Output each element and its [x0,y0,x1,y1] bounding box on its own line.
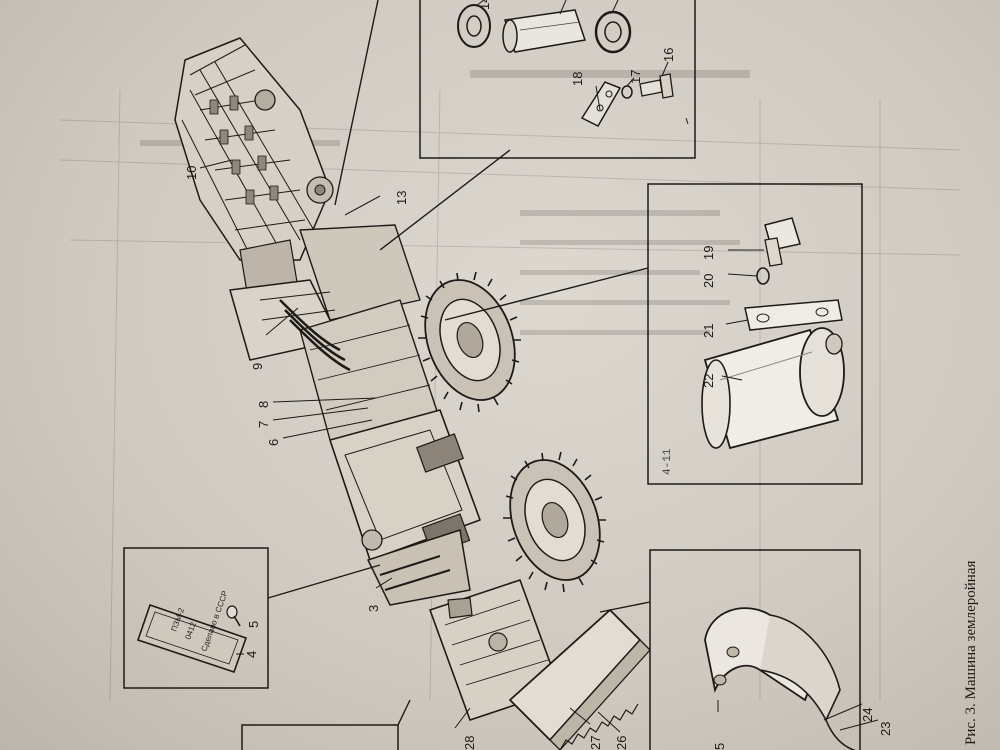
callout-13: 13 [394,191,409,205]
callout-9: 9 [250,363,265,370]
washer-20-icon [756,267,770,285]
bolt-16-icon [639,73,674,99]
callout-22: 22 [701,374,716,388]
callout-28: 28 [462,736,477,750]
callout-8: 8 [256,401,271,408]
dozer-blade-icon [509,609,651,750]
rear-wheel-icon [418,271,521,413]
leader-lines [267,0,651,726]
callout-10: 10 [184,166,199,180]
washer-right-icon [594,10,632,54]
detail-box-top: 14 18 17 16 [419,0,696,159]
callout-20: 20 [701,274,716,288]
callout-5: 5 [246,621,261,628]
detail-box-left: ПЗМ-2 0412 Сделано в СССР 4 5 [123,547,269,689]
plate-21-icon [744,299,843,331]
washer-left-icon [457,4,491,48]
figure-caption: Рис. 3. Машина землеройная [963,561,979,745]
callout-19: 19 [701,246,716,260]
pin-22-icon [701,327,845,450]
callout-18: 18 [570,72,585,86]
callout-17: 17 [628,70,643,84]
page-stamp: 4-11 [662,448,674,475]
callout-3: 3 [366,605,381,612]
pin-icon [502,9,586,53]
bracket-icon [704,607,857,750]
detail-box-bottom-right: 24 23 5 [649,549,893,750]
plate-18-icon [580,81,622,127]
callout-14: 14 [477,0,492,10]
callout-23: 23 [878,722,893,736]
callout-24: 24 [860,708,875,722]
earthmoving-machine-illustration [174,37,651,750]
detail-box-bottom-left [241,724,399,750]
nameplate-4-icon: ПЗМ-2 0412 Сделано в СССР [136,589,248,674]
callout-27: 27 [588,736,603,750]
callout-26: 26 [614,736,629,750]
callout-25: 5 [712,743,727,750]
bolt-19-icon [764,217,801,267]
screw-5-icon [226,605,241,627]
callout-7: 7 [256,421,271,428]
callout-21: 21 [701,324,716,338]
callout-16: 16 [661,48,676,62]
spring-washer-17-icon [621,85,633,99]
callout-6: 6 [266,439,281,446]
front-wheel-icon [503,451,606,593]
detail-box-right: 19 20 21 22 [647,183,863,485]
callout-4: 4 [244,651,259,658]
